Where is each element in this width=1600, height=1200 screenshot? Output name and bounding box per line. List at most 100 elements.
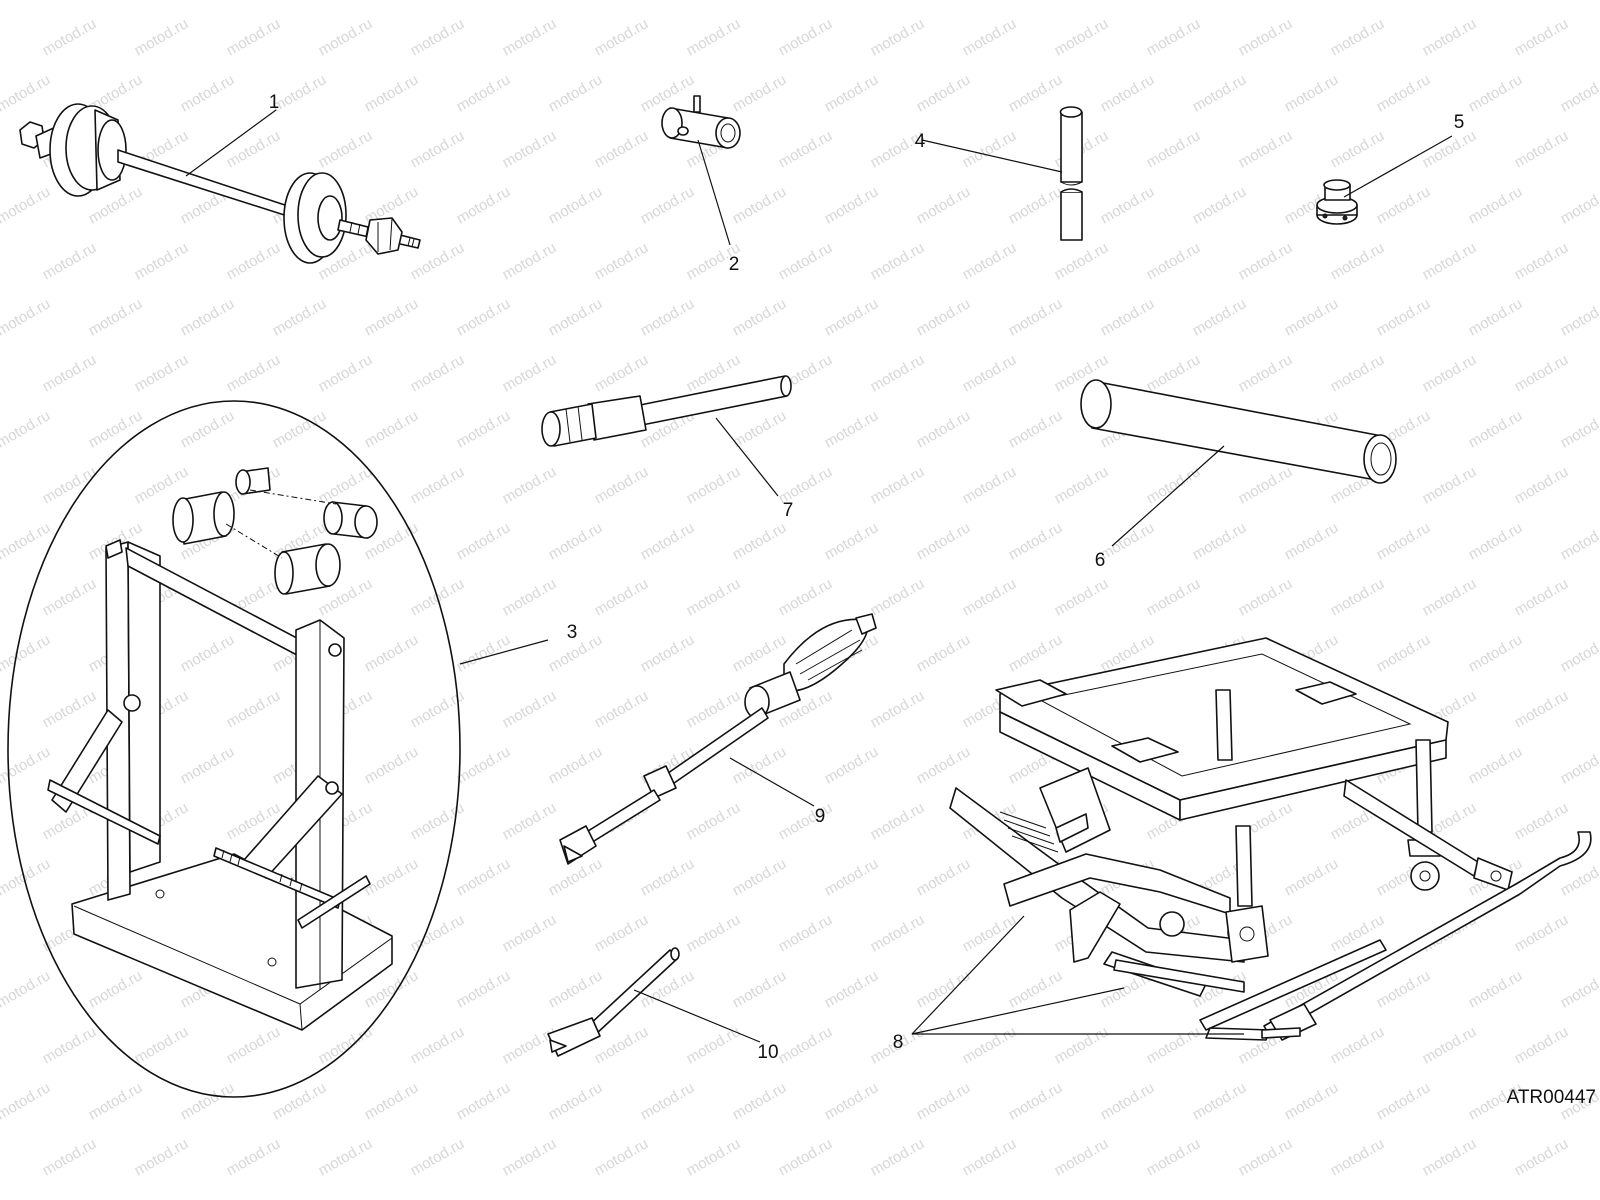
watermark-text: motod.ru (1282, 519, 1342, 563)
watermark-text: motod.ru (1374, 519, 1434, 563)
watermark-text: motod.ru (1466, 295, 1526, 339)
watermark-text: motod.ru (1466, 71, 1526, 115)
watermark-text: motod.ru (592, 1135, 652, 1179)
watermark-text: motod.ru (1374, 1079, 1434, 1123)
watermark-text: motod.ru (638, 1079, 698, 1123)
watermark-text: motod.ru (1190, 183, 1250, 227)
watermark-text: motod.ru (1052, 575, 1112, 619)
watermark-text: motod.ru (1512, 351, 1572, 395)
watermark-text: motod.ru (914, 743, 974, 787)
watermark-text: motod.ru (1006, 71, 1066, 115)
watermark-text: motod.ru (1512, 127, 1572, 171)
watermark-text: motod.ru (638, 183, 698, 227)
watermark-text: motod.ru (362, 407, 422, 451)
watermark-text: motod.ru (408, 799, 468, 843)
watermark-text: motod.ru (592, 15, 652, 59)
part-2-sleeve-pin (661, 95, 741, 149)
watermark-text: motod.ru (868, 15, 928, 59)
watermark-text: motod.ru (1144, 1023, 1204, 1067)
watermark-text: motod.ru (960, 911, 1020, 955)
watermark-text: motod.ru (1328, 1023, 1388, 1067)
watermark-text: motod.ru (1420, 239, 1480, 283)
watermark-text: motod.ru (730, 407, 790, 451)
watermark-text: motod.ru (40, 351, 100, 395)
watermark-text: motod.ru (822, 855, 882, 899)
watermark-text: motod.ru (454, 743, 514, 787)
watermark-text: motod.ru (1558, 967, 1600, 1011)
watermark-text: motod.ru (730, 967, 790, 1011)
watermark-text: motod.ru (776, 911, 836, 955)
watermark-text: motod.ru (1006, 631, 1066, 675)
watermark-text: motod.ru (362, 1079, 422, 1123)
callout-labels: 1 2 3 4 5 6 7 8 9 10 (269, 92, 1465, 1063)
watermark-text: motod.ru (1098, 71, 1158, 115)
watermark-text: motod.ru (1328, 127, 1388, 171)
watermark-text: motod.ru (224, 1135, 284, 1179)
watermark-text: motod.ru (776, 1135, 836, 1179)
watermark-text: motod.ru (500, 911, 560, 955)
part-10-spanner-rod (547, 947, 680, 1057)
watermark-text: motod.ru (40, 1023, 100, 1067)
watermark-text: motod.ru (1512, 15, 1572, 59)
watermark-text: motod.ru (960, 127, 1020, 171)
watermark-text: motod.ru (546, 1079, 606, 1123)
watermark-text: motod.ru (1144, 239, 1204, 283)
watermark-text: motod.ru (868, 575, 928, 619)
watermark-text: motod.ru (684, 799, 744, 843)
watermark-text: motod.ru (914, 71, 974, 115)
watermark-text: motod.ru (1558, 519, 1600, 563)
watermark-text: motod.ru (730, 631, 790, 675)
watermark-text: motod.ru (362, 295, 422, 339)
watermark-text: motod.ru (1512, 239, 1572, 283)
watermark-text: motod.ru (914, 407, 974, 451)
watermark-text: motod.ru (776, 575, 836, 619)
part-4-split-tube (1059, 106, 1083, 241)
watermark-text: motod.ru (500, 575, 560, 619)
watermark-text: motod.ru (270, 1079, 330, 1123)
watermark-text: motod.ru (1512, 1023, 1572, 1067)
watermark-text: motod.ru (178, 743, 238, 787)
watermark-text: motod.ru (822, 295, 882, 339)
watermark-text: motod.ru (1190, 71, 1250, 115)
watermark-text: motod.ru (1420, 351, 1480, 395)
watermark-text: motod.ru (316, 1135, 376, 1179)
watermark-text: motod.ru (40, 463, 100, 507)
watermark-text: motod.ru (1144, 351, 1204, 395)
watermark-text: motod.ru (1282, 295, 1342, 339)
watermark-text: motod.ru (178, 407, 238, 451)
watermark-text: motod.ru (1420, 463, 1480, 507)
watermark-text: motod.ru (1052, 15, 1112, 59)
watermark-text: motod.ru (270, 295, 330, 339)
watermark-text: motod.ru (316, 1023, 376, 1067)
watermark-text: motod.ru (454, 631, 514, 675)
watermark-text: motod.ru (1006, 183, 1066, 227)
watermark-text: motod.ru (454, 519, 514, 563)
watermark-text: motod.ru (1512, 799, 1572, 843)
part-1-bearing-puller-tool (19, 103, 421, 264)
watermark-text: motod.ru (1052, 1023, 1112, 1067)
watermark-text: motod.ru (454, 1079, 514, 1123)
watermark-text: motod.ru (500, 1135, 560, 1179)
watermark-text: motod.ru (1144, 575, 1204, 619)
watermark-text: motod.ru (730, 295, 790, 339)
diagram-code-label: ATR00447 (1507, 1087, 1596, 1108)
watermark-text: motod.ru (1328, 575, 1388, 619)
watermark-text: motod.ru (1328, 15, 1388, 59)
watermark-text: motod.ru (1282, 1079, 1342, 1123)
callout-5: 5 (1454, 112, 1465, 133)
watermark-text: motod.ru (178, 1079, 238, 1123)
watermark-text: motod.ru (638, 631, 698, 675)
watermark-text: motod.ru (914, 295, 974, 339)
watermark-text: motod.ru (132, 1023, 192, 1067)
watermark-text: motod.ru (40, 575, 100, 619)
watermark-text: motod.ru (684, 575, 744, 619)
watermark-text: motod.ru (822, 519, 882, 563)
part-8-jack-stand-assembly (949, 637, 1592, 1041)
watermark-text: motod.ru (960, 575, 1020, 619)
leader-lines (185, 109, 1453, 1043)
watermark-text: motod.ru (1466, 743, 1526, 787)
watermark-text: motod.ru (86, 295, 146, 339)
part-3-press-tool (7, 400, 461, 1098)
watermark-text: motod.ru (178, 71, 238, 115)
